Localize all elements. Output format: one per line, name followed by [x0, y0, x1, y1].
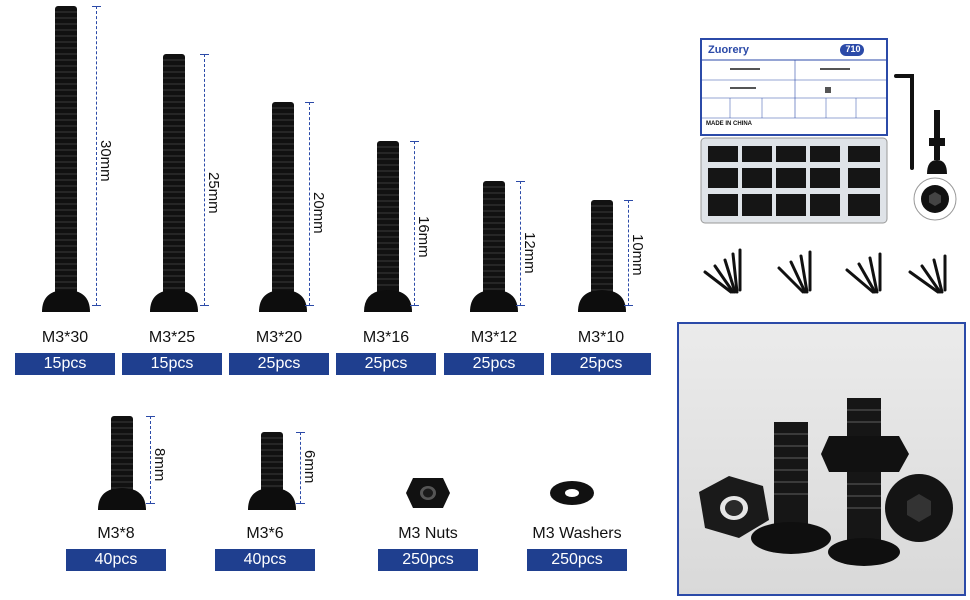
- dimension-line: [146, 416, 155, 504]
- kit-origin-label: MADE IN CHINA: [706, 121, 752, 127]
- item-qty-badge: 40pcs: [66, 549, 166, 571]
- item-size-label: M3*6: [246, 525, 284, 542]
- screw-with-nut-image: [927, 110, 947, 174]
- dimension-line: [516, 181, 525, 306]
- item-qty-badge: 40pcs: [215, 549, 315, 571]
- hex-key-image: [894, 74, 914, 170]
- item-size-label: M3*30: [41, 329, 89, 346]
- length-label: 8mm: [151, 448, 168, 482]
- item-qty-badge: 25pcs: [444, 353, 544, 375]
- item-qty-badge: 250pcs: [527, 549, 627, 571]
- screw-m3x16-image: [364, 141, 412, 312]
- item-qty-badge: 15pcs: [122, 353, 222, 375]
- screw-m3x30-image: [42, 6, 90, 312]
- dimension-line: [624, 200, 633, 306]
- kit-brand-label: Zuorery: [708, 44, 749, 56]
- length-label: 30mm: [97, 140, 114, 182]
- product-closeup-photo: [677, 322, 966, 596]
- dimension-line: [200, 54, 209, 306]
- nut-image: [406, 478, 450, 508]
- length-label: 25mm: [205, 172, 222, 214]
- item-qty-badge: 25pcs: [336, 353, 436, 375]
- item-size-label: M3*12: [470, 329, 518, 346]
- item-size-label: M3 Nuts: [398, 525, 458, 542]
- hex-socket-head-image: [913, 177, 957, 221]
- dimension-line: [305, 102, 314, 306]
- kit-count-badge: 710: [845, 44, 861, 54]
- screw-fan-image: [777, 250, 812, 294]
- item-size-label: M3*10: [577, 329, 625, 346]
- screw-m3x10-image: [578, 200, 626, 312]
- item-size-label: M3*8: [97, 525, 135, 542]
- length-label: 16mm: [415, 216, 432, 258]
- dimension-line: [92, 6, 101, 306]
- kit-box-image: Zuorery 710 MADE IN CHINA: [700, 38, 890, 228]
- screw-fan-image: [703, 248, 742, 294]
- screw-fan-image: [845, 252, 882, 294]
- length-label: 6mm: [301, 450, 318, 484]
- item-size-label: M3*25: [148, 329, 196, 346]
- screw-m3x25-image: [150, 54, 198, 312]
- screw-fan-image: [908, 254, 947, 294]
- item-size-label: M3*16: [362, 329, 410, 346]
- length-label: 10mm: [629, 234, 646, 276]
- screw-m3x8-image: [98, 416, 146, 510]
- screw-m3x20-image: [259, 102, 307, 312]
- item-qty-badge: 25pcs: [229, 353, 329, 375]
- dimension-line: [410, 141, 419, 306]
- item-size-label: M3*20: [255, 329, 303, 346]
- dimension-line: [296, 432, 305, 504]
- item-qty-badge: 15pcs: [15, 353, 115, 375]
- item-qty-badge: 25pcs: [551, 353, 651, 375]
- screw-m3x12-image: [470, 181, 518, 312]
- length-label: 12mm: [521, 232, 538, 274]
- washer-image: [550, 481, 594, 505]
- item-size-label: M3 Washers: [532, 525, 622, 542]
- item-qty-badge: 250pcs: [378, 549, 478, 571]
- length-label: 20mm: [310, 192, 327, 234]
- screw-m3x6-image: [248, 432, 296, 510]
